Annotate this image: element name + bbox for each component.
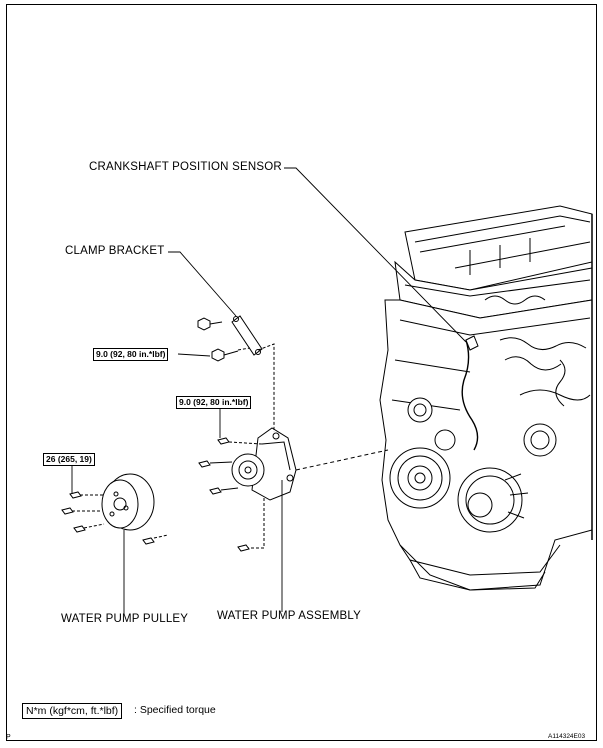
label-water-pump-assembly: WATER PUMP ASSEMBLY xyxy=(217,610,361,622)
label-water-pump-pulley: WATER PUMP PULLEY xyxy=(61,613,189,625)
legend-torque-unit: N*m (kgf*cm, ft.*lbf) xyxy=(22,703,123,719)
engine-block xyxy=(379,205,593,591)
footer-corner-mark: P xyxy=(6,734,11,741)
torque-box-water-pump: 9.0 (92, 80 in.*lbf) xyxy=(176,396,252,409)
legend-description: : Specified torque xyxy=(134,704,216,716)
label-crankshaft-position-sensor: CRANKSHAFT POSITION SENSOR xyxy=(89,161,282,173)
torque-box-pulley: 26 (265, 19) xyxy=(43,453,95,466)
leader-lines xyxy=(71,167,467,614)
illustration-code: A114324E03 xyxy=(548,733,586,740)
clamp-bracket-part xyxy=(197,315,263,362)
water-pump-pulley-part xyxy=(61,473,169,545)
label-clamp-bracket: CLAMP BRACKET xyxy=(65,245,165,257)
water-pump-part xyxy=(198,343,389,552)
diagram-frame xyxy=(6,4,597,741)
torque-box-clamp-bracket: 9.0 (92, 80 in.*lbf) xyxy=(93,348,169,361)
